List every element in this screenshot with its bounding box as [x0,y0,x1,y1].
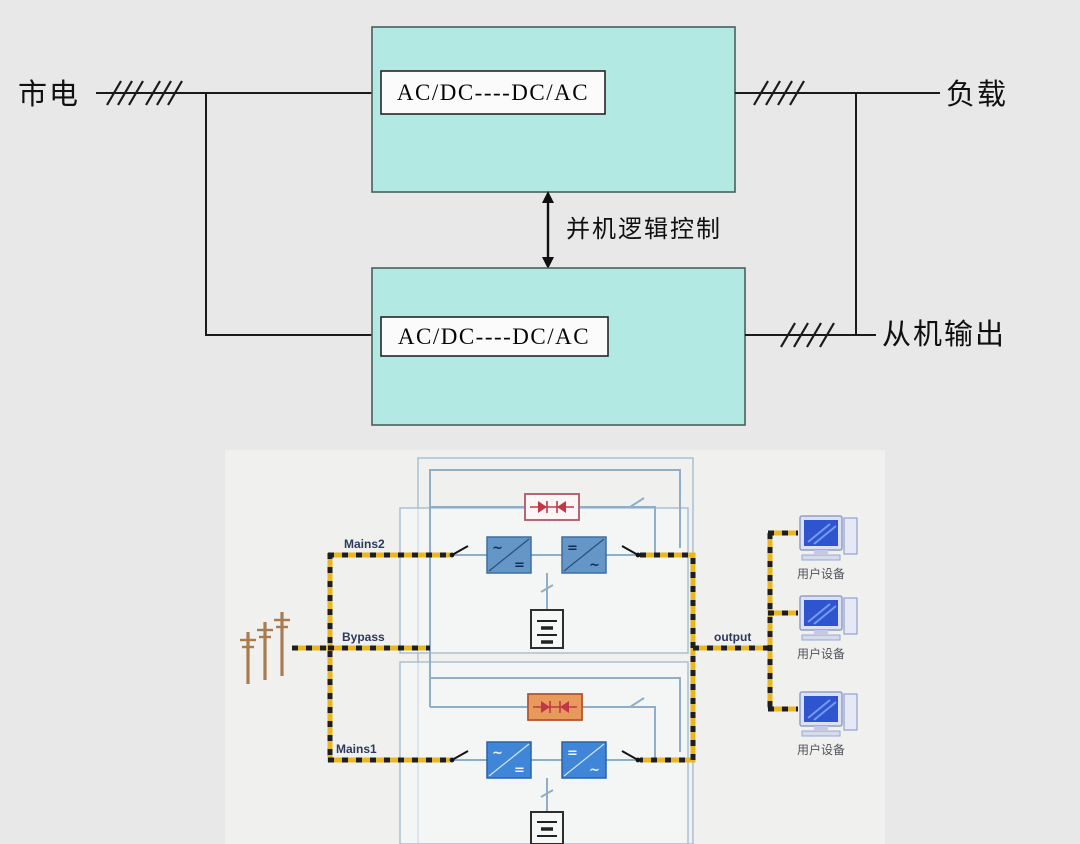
computer-tower-icon [843,693,858,731]
utility-poles [240,612,290,684]
slave-output-label: 从机输出 [882,318,1006,351]
mains-label: 市电 [18,78,80,111]
parallel-control-label: 并机逻辑控制 [566,216,722,243]
rectifier-2: ~ = [486,741,532,779]
inverter-2: = ~ [561,741,607,779]
slave-converter-label: AC/DC----DC/AC [398,324,590,349]
ac-symbol: ~ [492,746,503,761]
battery-1 [530,609,564,649]
input-break-marks [106,80,183,106]
mains1-label: Mains1 [336,742,377,756]
output-label: output [714,630,751,644]
dc-symbol: = [514,763,525,778]
dc-symbol: = [514,558,525,573]
bypass-label: Bypass [342,630,385,644]
mains2-label: Mains2 [344,537,385,551]
keyboard-icon [801,634,841,641]
ac-symbol: ~ [589,763,600,778]
power-lines [292,530,798,763]
slave-converter-label-box [380,316,609,357]
master-converter-label-box [380,70,606,115]
utility-pole-1 [240,632,256,684]
static-switch-2 [527,693,583,721]
parallel-control-arrow [542,191,554,269]
breaker-switches [449,545,641,763]
static-switch-1 [524,493,580,521]
master-output-break-marks [753,80,805,106]
utility-pole-3 [274,612,290,676]
utility-pole-2 [257,622,273,680]
dc-symbol: = [567,746,578,761]
internal-wiring [429,469,681,812]
mains-branch-line [205,93,372,336]
slave-output-break-marks [780,322,835,348]
load-computer-2: 用户设备 [797,595,858,661]
load-label: 负载 [946,78,1008,111]
load-computer-1-label: 用户设备 [797,566,845,581]
computer-tower-icon [843,517,858,555]
master-converter-label: AC/DC----DC/AC [397,80,589,105]
battery-2 [530,811,564,844]
bottom-diagram: ~ = = ~ ~ [225,450,885,844]
inverter-1: = ~ [561,536,607,574]
keyboard-icon [801,730,841,737]
keyboard-icon [801,554,841,561]
computer-tower-icon [843,597,858,635]
load-computer-1: 用户设备 [797,515,858,581]
ac-symbol: ~ [492,541,503,556]
top-diagram: 市电 AC/DC----DC/AC 负载 并机逻辑控制 [18,26,1008,426]
rectifier-1: ~ = [486,536,532,574]
load-computer-3-label: 用户设备 [797,742,845,757]
dc-symbol: = [567,541,578,556]
load-computer-2-label: 用户设备 [797,646,845,661]
load-computer-3: 用户设备 [797,691,858,757]
output-collector-line [640,552,696,763]
ac-symbol: ~ [589,558,600,573]
